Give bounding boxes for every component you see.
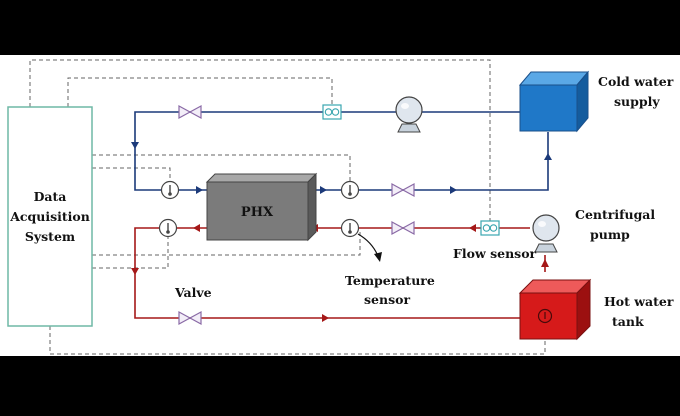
daq-label-line2: Acquisition: [9, 209, 90, 224]
pump-icon: [532, 214, 560, 253]
signal-wiring: [29, 59, 546, 355]
temperature-sensor-icon: [340, 180, 360, 200]
centrifugal-pump-label-line2: pump: [590, 227, 630, 242]
temperature-sensor-label-line1: Temperature: [345, 273, 435, 288]
hot-water-label-line2: tank: [612, 314, 644, 329]
pump-icon: [395, 96, 423, 133]
temperature-sensor-icon: [160, 180, 180, 200]
daq-label-line3: System: [25, 229, 75, 244]
hot-water-tank: [518, 278, 592, 341]
cold-water-tank: [518, 70, 590, 133]
daq-label-line1: Data: [34, 189, 67, 204]
phx-label: PHX: [241, 205, 274, 220]
temperature-sensor-icon: [340, 218, 360, 238]
temperature-sensor-label-line2: sensor: [364, 292, 410, 307]
flow-sensor-icon: [480, 220, 500, 236]
flow-sensor-label: Flow sensor: [453, 246, 537, 261]
cold-flow-arrows: [131, 142, 552, 194]
cold-water-label-line1: Cold water: [598, 74, 674, 89]
data-acquisition-box: [7, 106, 93, 327]
flow-sensor-icon: [322, 104, 342, 120]
valve-label: Valve: [174, 285, 212, 300]
temperature-sensor-icon: [158, 218, 178, 238]
phx-box: [205, 172, 318, 242]
centrifugal-pump-label-line1: Centrifugal: [575, 207, 655, 222]
temperature-callout-arrow: [374, 252, 382, 262]
hot-water-label-line1: Hot water: [604, 294, 674, 309]
cold-water-label-line2: supply: [614, 94, 660, 109]
